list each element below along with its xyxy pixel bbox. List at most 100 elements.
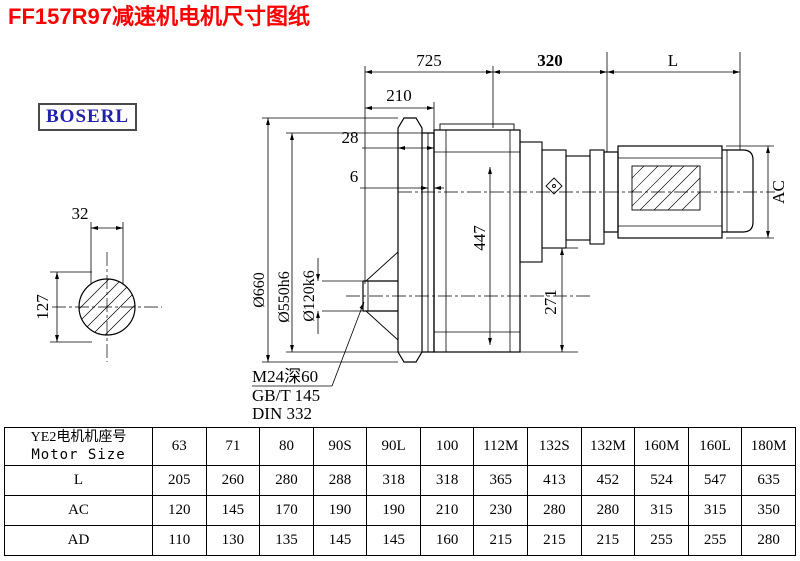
motor-adapter [519,141,605,263]
table-row-AD: AD 110 130 135 145 145 160 215 215 215 2… [4,525,796,556]
dim-28: 28 [342,128,434,151]
table-cell: 145 [312,525,368,556]
boserl-diamond-mark [545,177,563,195]
table-cell: 190 [366,495,421,526]
table-cell: 210 [419,495,475,526]
table-cell: 547 [687,465,743,496]
table-header-motor-size: YE2电机机座号 Motor Size [4,427,153,466]
dimension-table: YE2电机机座号 Motor Size 63 71 80 90S 90L 100… [4,427,796,556]
dim-chain-top: 725 320 L [364,51,741,284]
boserl-logo-text: BOSERL [46,106,130,127]
table-cell: 365 [473,465,529,496]
table-cell: 130 [205,525,261,556]
stator-block [631,165,701,211]
shaft-end-view [78,278,136,336]
dim-label-271: 271 [541,289,560,315]
centerlines [52,191,775,362]
table-cell: 260 [205,465,261,496]
dim-label-AC: AC [769,180,788,204]
dim-label-dia-550: Ø550h6 [276,271,293,323]
table-cell: 135 [259,525,314,556]
dim-127: 127 [33,271,92,343]
dim-label-L: L [668,51,678,70]
dim-dia-550: Ø550h6 [276,132,422,353]
table-header-cell: 90L [366,427,421,466]
dim-label-320: 320 [537,51,563,70]
table-header-cell: 160L [687,427,743,466]
dim-dia-660: Ø660 [251,117,398,363]
table-header-row: YE2电机机座号 Motor Size 63 71 80 90S 90L 100… [4,427,796,466]
dim-label-32: 32 [72,204,89,223]
table-cell: 452 [580,465,636,496]
note-din-standard: DIN 332 [252,404,312,423]
dim-label-210: 210 [386,86,412,105]
note-gb-standard: GB/T 145 [252,386,320,405]
shaft-section-circle [78,278,136,336]
table-header-cell: 132S [527,427,582,466]
table-header-cell: 71 [205,427,261,466]
row-label-L: L [4,465,153,496]
motor [603,145,754,239]
table-cell: 635 [741,465,796,496]
motor-body [617,145,723,239]
table-cell: 145 [205,495,261,526]
dim-label-127: 127 [33,294,52,320]
table-cell: 288 [312,465,368,496]
dim-AC: AC [726,145,788,239]
table-cell: 215 [580,525,636,556]
table-cell: 230 [473,495,529,526]
table-cell: 350 [741,495,796,526]
dim-32: 32 [72,204,124,284]
fan-cover [722,149,754,233]
dim-6: 6 [350,167,444,191]
table-cell: 160 [419,525,475,556]
table-cell: 120 [152,495,207,526]
table-cell: 318 [366,465,421,496]
table-header-cell: 180M [741,427,796,466]
table-header-cell: 80 [259,427,314,466]
motor-size-label-cn: YE2电机机座号 [30,430,127,445]
table-header-cell: 160M [634,427,689,466]
note-thread: M24深60 [252,367,318,386]
table-cell: 318 [419,465,475,496]
table-cell: 170 [259,495,314,526]
table-cell: 280 [527,495,582,526]
table-cell: 524 [634,465,689,496]
dim-label-28: 28 [342,128,359,147]
table-cell: 215 [527,525,582,556]
table-header-cell: 100 [419,427,475,466]
table-cell: 280 [580,495,636,526]
dim-271: 271 [520,247,578,353]
page-title: FF157R97减速机电机尺寸图纸 [8,4,310,29]
dim-210: 210 [365,86,435,138]
table-cell: 315 [687,495,743,526]
table-cell: 110 [152,525,207,556]
technical-drawing: 32 127 [33,51,788,423]
section-hatch [79,279,135,335]
table-cell: 205 [152,465,207,496]
table-cell: 315 [634,495,689,526]
row-label-AC: AC [4,495,153,526]
shaft-end-notes: M24深60 GB/T 145 DIN 332 [252,301,365,423]
table-header-cell: 132M [580,427,636,466]
table-cell: 413 [527,465,582,496]
motor-size-label-en: Motor Size [31,447,126,463]
table-cell: 280 [259,465,314,496]
mounting-flange [365,117,435,363]
table-cell: 145 [366,525,421,556]
table-row-AC: AC 120 145 170 190 190 210 230 280 280 3… [4,495,796,526]
table-header-cell: 90S [312,427,368,466]
table-cell: 280 [741,525,796,556]
dim-label-dia-120: Ø120k6 [301,270,318,322]
boserl-logo: BOSERL [38,103,138,131]
dim-label-725: 725 [416,51,442,70]
dim-label-447: 447 [470,225,489,251]
stator-hatch [631,165,701,211]
table-header-cell: 112M [473,427,529,466]
dim-label-6: 6 [350,167,359,186]
dim-label-dia-660: Ø660 [251,272,268,308]
dim-dia-120: Ø120k6 [301,258,363,334]
dim-447: 447 [470,167,493,345]
table-row-L: L 205 260 280 288 318 318 365 413 452 52… [4,465,796,496]
table-cell: 255 [634,525,689,556]
